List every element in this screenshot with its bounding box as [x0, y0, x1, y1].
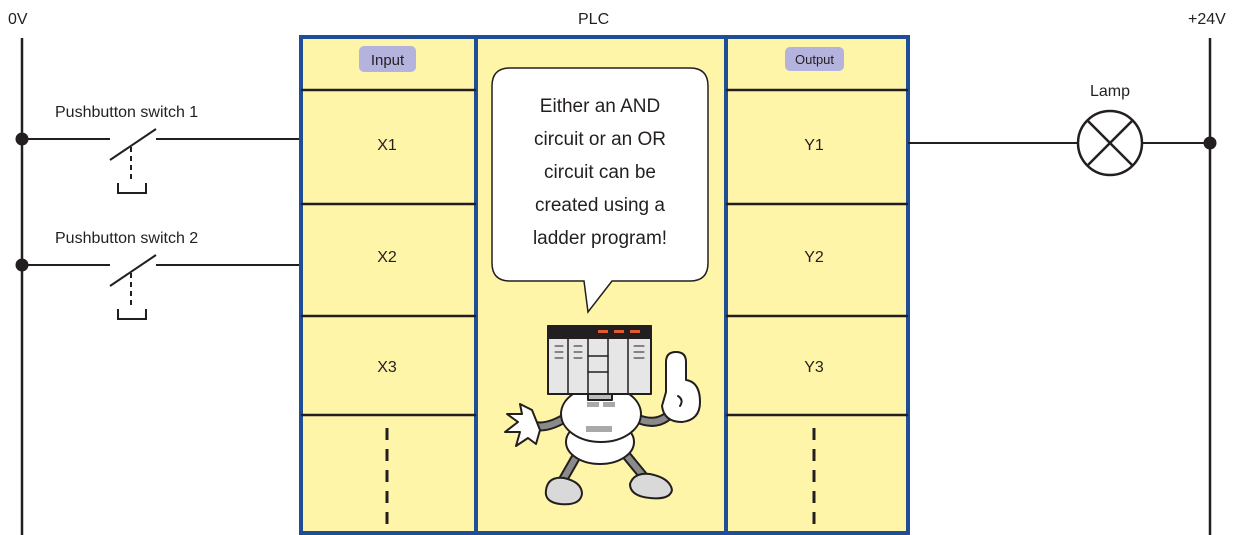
input-x2: X2 [377, 249, 397, 266]
junction-dot [1203, 136, 1217, 150]
pushbutton-switch-2: Pushbutton switch 2 [15, 230, 301, 320]
pushbutton-switch-1: Pushbutton switch 1 [15, 104, 301, 194]
speech-line-3: circuit can be [544, 162, 656, 183]
plc-title: PLC [578, 11, 609, 28]
speech-bubble: Either an AND circuit or an OR circuit c… [491, 67, 709, 314]
plc-mascot-illustration [504, 325, 701, 506]
input-header: Input [359, 46, 416, 72]
output-header-label: Output [795, 52, 834, 67]
speech-line-1: Either an AND [540, 96, 660, 117]
input-x1: X1 [377, 137, 397, 154]
switch-1-label: Pushbutton switch 1 [55, 104, 198, 121]
rail-left-label: 0V [8, 11, 28, 28]
input-header-label: Input [371, 52, 405, 69]
lamp: Lamp [1076, 83, 1144, 177]
output-y1: Y1 [804, 137, 824, 154]
speech-line-5: ladder program! [533, 228, 667, 249]
input-x3: X3 [377, 359, 397, 376]
output-header: Output [785, 47, 844, 71]
output-y3: Y3 [804, 359, 824, 376]
speech-line-4: created using a [535, 195, 665, 216]
switch-2-label: Pushbutton switch 2 [55, 230, 198, 247]
output-y2: Y2 [804, 249, 824, 266]
speech-line-2: circuit or an OR [534, 129, 666, 150]
rail-right-label: +24V [1188, 11, 1226, 28]
lamp-label: Lamp [1090, 83, 1130, 100]
